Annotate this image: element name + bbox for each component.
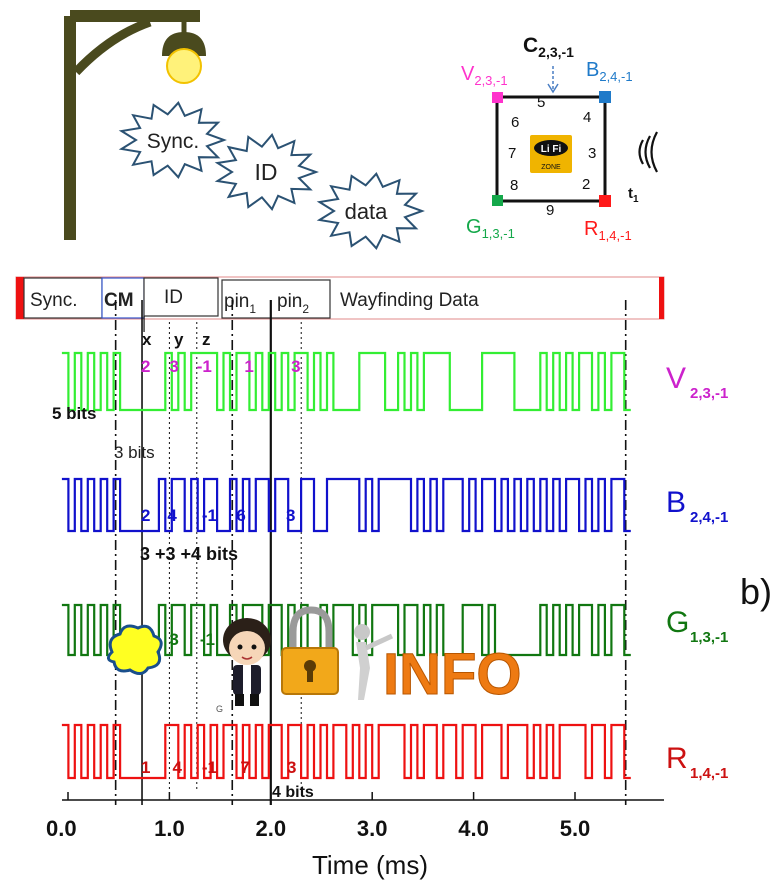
edge-number: 2 [582, 176, 590, 193]
decoded-value: -1 [202, 758, 217, 777]
id-bubble: ID [214, 132, 319, 212]
street-lamp-icon [64, 10, 206, 240]
sync-bubble-label: Sync. [147, 130, 200, 153]
lifi-zone-badge: Li Fi ZONE [530, 135, 572, 173]
sync-bubble: Sync. [118, 101, 227, 179]
bits-annotation: 3 +3 +4 bits [140, 544, 238, 564]
id-letter-x: x [142, 330, 152, 349]
edge-number: 8 [510, 177, 518, 194]
edge-number: 9 [546, 202, 554, 219]
x-tick-label: 2.0 [256, 816, 287, 841]
frame-structure: Sync. CM ID pin1 pin2 Wayfinding Data x … [15, 276, 665, 349]
edge-number: 5 [537, 94, 545, 111]
decoded-value: 3 [287, 758, 296, 777]
series-label: B [666, 486, 686, 519]
badge-zone-text: ZONE [541, 164, 561, 171]
frame-label-sync: Sync. [30, 290, 78, 311]
bits-annotation: 4 bits [272, 784, 314, 801]
decoded-value: 4 [172, 758, 182, 777]
frame-label-id: ID [164, 287, 183, 308]
badge-text: Li Fi [541, 144, 562, 155]
id-letter-z: z [202, 330, 211, 349]
id-letter-y: y [174, 330, 184, 349]
series-label: R [666, 742, 688, 775]
frame-field-id [143, 277, 219, 317]
id-bubble-label: ID [255, 159, 278, 185]
signal-b [61, 477, 631, 533]
series-label-sub: 2,4,-1 [690, 509, 728, 526]
corner-r-label: R1,4,-1 [584, 218, 632, 243]
x-tick-label: 3.0 [357, 816, 388, 841]
decoded-value: 1 [244, 357, 253, 376]
bits-annotation: 5 bits [52, 404, 96, 423]
decoded-value: 1 [141, 758, 150, 777]
time-label: t1 [628, 185, 639, 205]
decoded-value: 7 [240, 758, 249, 777]
corner-r-marker [599, 195, 611, 207]
edge-number: 4 [583, 109, 591, 126]
edge-number: 7 [508, 145, 516, 162]
series-label: V [666, 362, 686, 395]
corner-g-label: G1,3,-1 [466, 216, 515, 241]
decoded-value: 3 [169, 630, 178, 649]
corner-g-marker [492, 195, 503, 206]
edge-number: 3 [588, 145, 596, 162]
frame-label-cm: CM [104, 290, 134, 311]
frame-label-wayfinding: Wayfinding Data [340, 290, 479, 311]
x-tick-label: 1.0 [154, 816, 185, 841]
overlay-g-text: G [216, 704, 223, 714]
series-label-sub: 1,4,-1 [690, 765, 728, 782]
info-text: INFO [383, 642, 522, 707]
x-tick-label: 0.0 [46, 816, 77, 841]
series-label-sub: 1,3,-1 [690, 629, 728, 646]
corner-b-marker [599, 91, 611, 103]
decoded-value: -1 [202, 506, 217, 525]
bits-annotation: 3 bits [114, 443, 155, 462]
lifi-cell-diagram: C2,3,-1 V2,3,-1 B2,4,-1 G1,3,-1 R1,4,-1 … [461, 34, 658, 243]
yellow-cloud-icon [107, 624, 163, 675]
corner-v-marker [492, 92, 503, 103]
cell-top-label: C2,3,-1 [523, 34, 574, 60]
decoded-value: 2 [141, 506, 150, 525]
decoded-value: 2 [141, 357, 150, 376]
info-figure-icon: INFO [354, 624, 522, 708]
x-tick-label: 4.0 [458, 816, 489, 841]
signal-r [61, 723, 631, 780]
x-axis-title: Time (ms) [312, 850, 428, 880]
decoded-value: 6 [236, 506, 245, 525]
series-label-sub: 2,3,-1 [690, 385, 728, 402]
x-tick-label: 5.0 [560, 816, 591, 841]
frame-field-pins [221, 279, 331, 319]
padlock-icon [281, 606, 339, 695]
decoded-value: 4 [167, 506, 177, 525]
decoded-value: 3 [169, 357, 178, 376]
corner-v-label: V2,3,-1 [461, 63, 508, 88]
frame-label-pin1: pin1 [224, 291, 256, 316]
frame-label-pin2: pin2 [277, 291, 309, 316]
corner-b-label: B2,4,-1 [586, 59, 633, 84]
series-label: G [666, 606, 689, 639]
wireless-signal-icon [638, 131, 658, 173]
decoded-value: -1 [200, 630, 215, 649]
cartoon-user-icon [223, 618, 271, 706]
data-bubble: data [316, 172, 425, 250]
decoded-value: -1 [197, 357, 212, 376]
panel-label: b) [740, 571, 772, 612]
data-bubble-label: data [345, 199, 389, 224]
decoded-value: 3 [286, 506, 295, 525]
edge-number: 6 [511, 114, 519, 131]
cell-square [495, 95, 607, 203]
signal-v [61, 351, 631, 412]
decoded-value: 3 [291, 357, 300, 376]
